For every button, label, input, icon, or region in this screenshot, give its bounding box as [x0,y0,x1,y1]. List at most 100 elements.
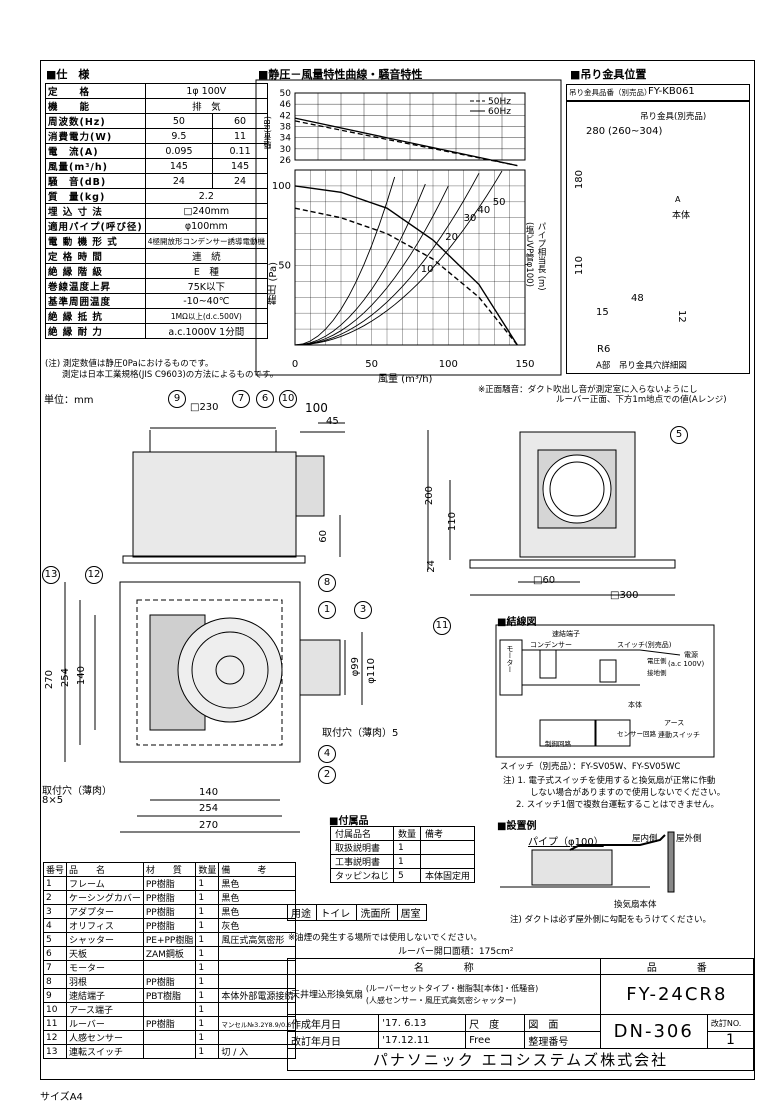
pipe-length-tick: 40 [477,205,490,216]
parts-cell [142,960,197,975]
parts-cell: 1 [195,876,220,891]
noise-tick-label: 30 [280,145,292,155]
parts-cell: 7 [42,960,68,975]
usage-item: トイレ [316,904,358,921]
parts-cell: フレーム [66,876,144,891]
hanger-part-box [566,84,750,102]
parts-cell: 6 [42,946,68,961]
drawing-number: DN-306 [599,1014,708,1049]
chart-frame [255,79,562,376]
balloon-10: 10 [279,390,297,408]
dim-140h: 140 [199,787,219,798]
parts-cell: PP樹脂 [142,974,197,989]
created-label: 作成年月日 [286,1014,380,1032]
chart-title: ■静圧－風量特性曲線・騒音特性 [258,68,423,81]
install-diagram [500,831,675,893]
usage-note: ※油煙の発生する場所では使用しないでください。 [288,933,482,943]
spec-row: 基準周囲温度-10~40℃ [45,293,268,309]
noise-tick-label: 46 [280,100,292,110]
spec-note-1: (注) 測定数値は静圧0Paにおけるものです。 [45,359,214,369]
parts-cell: ルーバー [66,1016,144,1031]
pipe-length-label: パイプ相当長 (m) [536,222,546,291]
dim-254h: 254 [199,803,219,814]
revised-label: 改訂年月日 [286,1031,380,1049]
install-indoor: 屋内側 [632,834,658,844]
parts-cell: 10 [42,1002,68,1017]
pipe-length-tick: 30 [464,213,477,224]
product-name-cell: 天井埋込形換気扇 (ルーバーセットタイプ・樹脂製[本体]・低騒音) (人感センサ… [287,974,601,1015]
hanger-a-mark: A [675,195,681,204]
wiring-ground: 接地側 [647,669,667,677]
parts-cell: 1 [195,1044,220,1059]
dim-45: 45 [326,416,339,427]
parts-cell: 9 [42,988,68,1003]
parts-cell: 天板 [66,946,144,961]
pressure-x-tick: 150 [515,359,534,370]
drawing-frame [40,60,755,1080]
balloon-8: 8 [318,574,336,592]
balloon-5: 5 [670,426,688,444]
accessory-header: 備考 [420,826,476,841]
accessory-header: 数量 [393,826,422,841]
pressure-xlabel: 風量 (m³/h) [378,374,433,385]
pressure-x-tick: 0 [292,359,298,370]
created-date: '17. 6.13 [378,1014,467,1032]
wiring-body: 本体 [628,701,642,709]
wiring-ac: (a.c 100V) [668,660,705,668]
pipe-curve-40 [294,172,480,346]
pipe-curve-20 [294,183,426,346]
pipe-curve-50 [294,170,503,346]
parts-cell: 1 [195,890,220,905]
parts-header: 番号 [42,862,68,877]
accessory-cell: 1 [393,840,422,855]
spec-row: 質 量(kg)2.2 [45,188,268,204]
wiring-motor: モーター [506,645,514,673]
parts-cell [218,960,297,975]
pressure-series-50Hz [294,185,518,346]
spec-row: 埋 込 寸 法□240mm [45,203,268,219]
r6-label: R6 [597,344,611,355]
parts-cell: 切 / 入 [218,1044,297,1059]
install-note: 注) ダクトは必ず屋外側に勾配をもうけてください。 [510,915,712,925]
parts-header: 品 名 [66,862,144,877]
product-desc-2: (人感センサー・風圧式高気密シャッター) [365,995,517,1005]
parts-cell: 黒色 [218,904,297,919]
wiring-note-1: 注) 1. 電子式スイッチを使用すると換気扇が正常に作動 [503,776,716,786]
wiring-hot: 電圧側 [647,657,667,665]
wiring-capacitor: コンデンサー [530,641,572,649]
balloon-13: 13 [42,566,60,584]
parts-cell: PP樹脂 [142,904,197,919]
legend-50hz: 50Hz [488,97,511,107]
parts-cell: シャッター [66,932,144,947]
parts-cell: 8 [42,974,68,989]
chart-note-2: ルーバー正面、下方1m地点での値(Aレンジ) [556,395,727,405]
usage-label: 用途 [286,904,318,921]
plan-view [64,581,363,833]
product-desc-1: (ルーバーセットタイプ・樹脂製[本体]・低騒音) [365,983,539,993]
hanger-bracket-label: 吊り金具(別売品) [640,112,707,122]
accessory-cell: 1 [393,854,422,869]
noise-tick-label: 34 [280,134,292,144]
parts-cell: 1 [195,1030,220,1045]
balloon-9: 9 [168,390,186,408]
accessory-cell: 工事説明書 [329,854,395,869]
pressure-series-60Hz [294,207,518,346]
wiring-earth: アース [664,719,685,727]
louver-area: ルーバー開口面積：175cm² [398,947,514,957]
parts-cell: 1 [195,988,220,1003]
usage-table: 用途トイレ洗面所居室 [286,904,428,921]
parts-cell: 羽根 [66,974,144,989]
parts-cell: 1 [195,960,220,975]
dim-12: 12 [676,310,687,323]
parts-cell: 11 [42,1016,68,1031]
parts-cell: 1 [195,904,220,919]
dim-254v: 254 [60,668,71,688]
usage-item: 洗面所 [356,904,398,921]
unit-label: 単位：mm [44,395,94,406]
rev-number: 1 [706,1031,755,1049]
